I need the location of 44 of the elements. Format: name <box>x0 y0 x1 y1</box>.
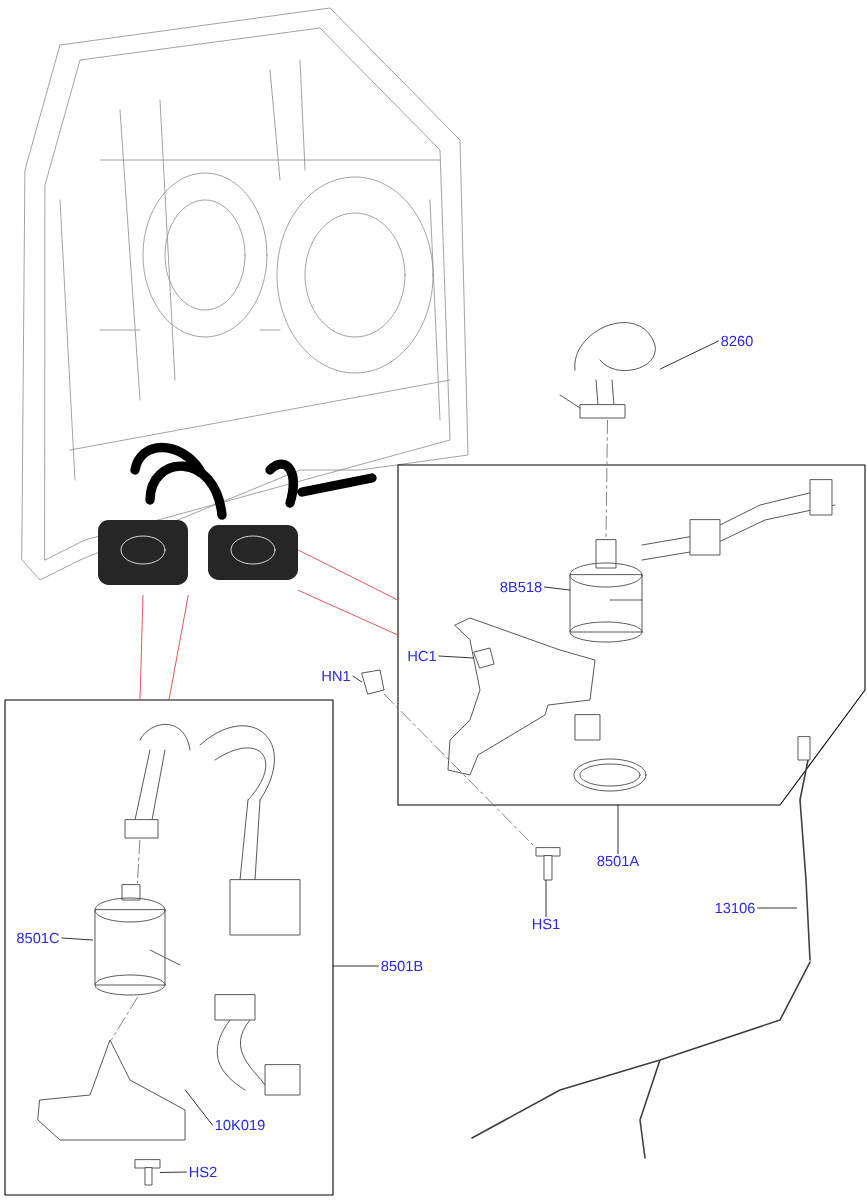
leader-line <box>159 1171 187 1173</box>
leader-line <box>757 907 798 909</box>
leader-line <box>61 937 94 941</box>
leader-line <box>184 1089 213 1126</box>
wiring-harness-drawing <box>797 736 811 961</box>
connector-line <box>139 594 144 701</box>
frame-box <box>4 699 334 1196</box>
pump-drawing <box>569 539 643 643</box>
callout-number: 8B518 <box>500 581 542 593</box>
callout-number: 8501A <box>597 855 640 867</box>
leader-line <box>332 965 379 967</box>
callout-number: HC1 <box>408 650 436 662</box>
hose-drawing <box>124 723 275 839</box>
callout-number: HS2 <box>189 1166 217 1178</box>
bracket-drawing <box>37 1039 186 1141</box>
clip-drawing <box>473 647 495 669</box>
leader-line <box>659 340 719 370</box>
frame-box <box>397 464 866 806</box>
assembly-line <box>111 996 138 1041</box>
callout-number: HS1 <box>532 918 560 930</box>
leader-line <box>545 879 547 917</box>
leader-line <box>438 655 475 659</box>
leader-line <box>617 804 619 854</box>
hose-drawing <box>559 322 656 419</box>
callout-number: HN1 <box>322 670 350 682</box>
callout-number: 8501B <box>381 960 423 972</box>
pump-assembly-drawing <box>98 520 188 585</box>
assembly-line <box>605 419 608 539</box>
leader-line <box>352 675 363 683</box>
callout-number: 10K019 <box>215 1119 265 1131</box>
callout-number: 8260 <box>721 335 753 347</box>
connector-line <box>168 594 189 701</box>
leader-line <box>544 586 571 591</box>
bolt-drawing <box>134 1159 161 1186</box>
callout-number: 13106 <box>715 902 755 914</box>
callout-number: 8501C <box>17 932 60 944</box>
pump-assembly-drawing <box>208 525 298 580</box>
clip-drawing <box>361 669 385 695</box>
assembly-line <box>137 839 141 884</box>
connector-line <box>297 549 399 601</box>
pump-drawing <box>94 884 181 996</box>
assembly-line <box>383 693 537 849</box>
connector-line <box>297 589 399 636</box>
bolt-drawing <box>535 847 561 881</box>
